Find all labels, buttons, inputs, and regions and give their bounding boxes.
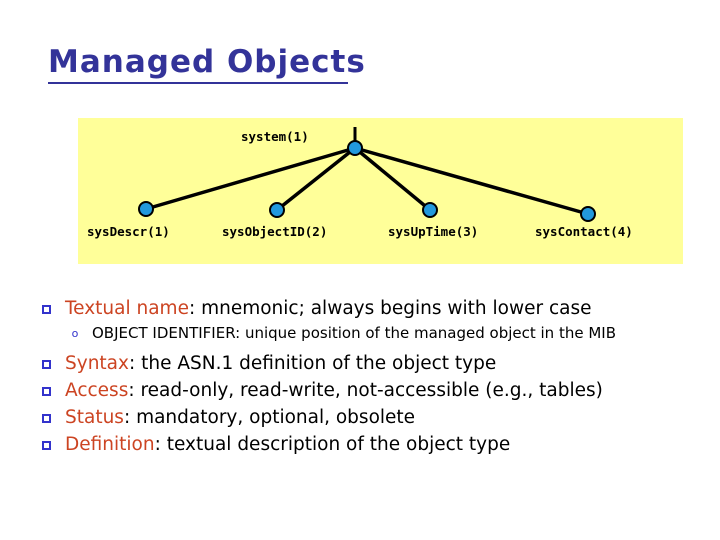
node-label-sysdescr: sysDescr(1) xyxy=(87,224,170,239)
list-item-text: Status: mandatory, optional, obsolete xyxy=(65,405,415,431)
node-label-system: system(1) xyxy=(241,129,309,144)
list-item-body: read-only, read-write, not-accessible (e… xyxy=(140,380,603,401)
list-item: o OBJECT IDENTIFIER: unique position of … xyxy=(0,323,720,344)
list-item-keyword: Textual name xyxy=(65,298,189,319)
list-item-separator: : xyxy=(128,353,142,374)
list-item-separator: : xyxy=(123,407,137,428)
list-item-text: Textual name: mnemonic; always begins wi… xyxy=(65,296,592,322)
list-item-text: Definition: textual description of the o… xyxy=(65,432,510,458)
circle-bullet-icon: o xyxy=(71,327,79,340)
edge-root-to-syscontact xyxy=(354,146,589,216)
list-item-body: the ASN.1 definition of the object type xyxy=(141,353,497,374)
list-item-keyword: Syntax xyxy=(65,353,129,374)
page-title: Managed Objects xyxy=(48,44,366,80)
list-item-separator: : xyxy=(154,434,167,455)
node-system xyxy=(347,140,363,156)
list-item-text: Access: read-only, read-write, not-acces… xyxy=(65,378,603,404)
list-item-body: mnemonic; always begins with lower case xyxy=(201,298,592,319)
node-label-syscontact: sysContact(4) xyxy=(535,224,633,239)
list-item-separator: : xyxy=(188,298,202,319)
node-label-sysobjectid: sysObjectID(2) xyxy=(222,224,328,239)
square-bullet-icon xyxy=(42,414,51,423)
list-item: Access: read-only, read-write, not-acces… xyxy=(0,378,720,404)
page-title-underline xyxy=(48,82,348,84)
square-bullet-icon xyxy=(42,441,51,450)
list-item-keyword: Access xyxy=(65,380,129,401)
square-bullet-icon xyxy=(42,387,51,396)
edge-root-to-sysdescr xyxy=(145,146,356,211)
list-item-keyword: Definition xyxy=(65,434,155,455)
square-bullet-icon xyxy=(42,360,51,369)
mib-tree-diagram-panel: system(1) sysDescr(1) sysObjectID(2) sys… xyxy=(78,118,683,264)
node-label-sysuptime: sysUpTime(3) xyxy=(388,224,479,239)
node-sysuptime xyxy=(422,202,438,218)
square-bullet-icon xyxy=(42,305,51,314)
node-syscontact xyxy=(580,206,596,222)
list-item-body: mandatory, optional, obsolete xyxy=(136,407,416,428)
node-sysobjectid xyxy=(269,202,285,218)
list-item: Status: mandatory, optional, obsolete xyxy=(0,405,720,431)
edge-root-to-sysobjectid xyxy=(275,146,357,212)
object-attributes-list: Textual name: mnemonic; always begins wi… xyxy=(0,296,720,459)
list-item-keyword: Status xyxy=(65,407,124,428)
list-item-text: Syntax: the ASN.1 definition of the obje… xyxy=(65,351,496,377)
list-item: Syntax: the ASN.1 definition of the obje… xyxy=(0,351,720,377)
list-item-body: OBJECT IDENTIFIER: unique position of th… xyxy=(92,324,616,342)
list-item-text: OBJECT IDENTIFIER: unique position of th… xyxy=(92,323,616,344)
mib-tree-graphic xyxy=(138,127,596,222)
node-sysdescr xyxy=(138,201,154,217)
list-item-body: textual description of the object type xyxy=(166,434,511,455)
list-item-separator: : xyxy=(128,380,141,401)
list-item: Definition: textual description of the o… xyxy=(0,432,720,458)
list-item: Textual name: mnemonic; always begins wi… xyxy=(0,296,720,322)
edge-root-to-sysuptime xyxy=(353,146,432,212)
